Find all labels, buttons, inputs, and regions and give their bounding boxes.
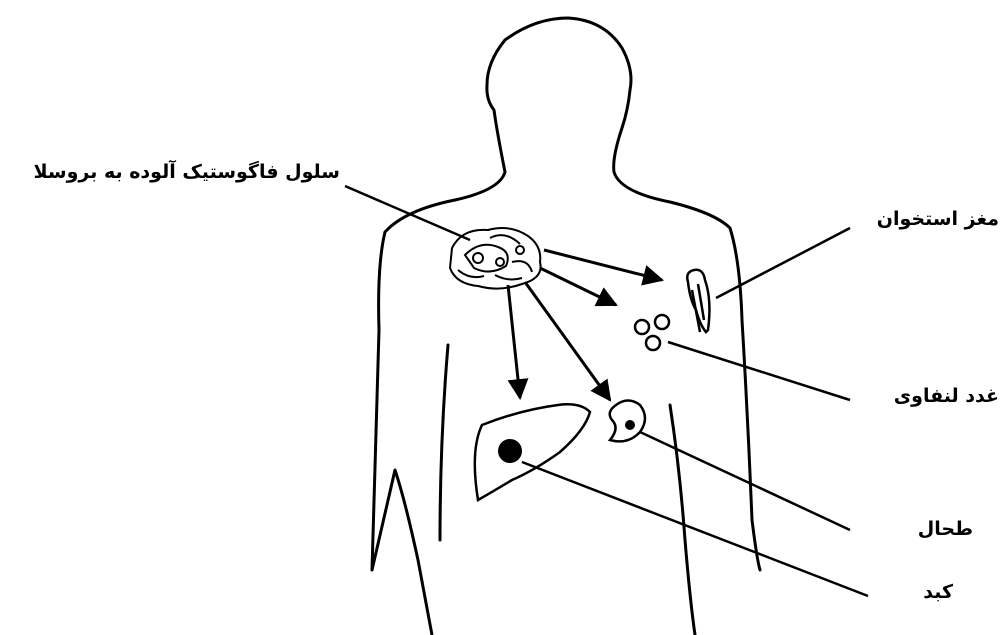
label-lymph-nodes: غدد لنفاوی <box>894 387 999 406</box>
lymph-nodes-icon <box>635 315 669 350</box>
left-inner-arm-line <box>440 345 448 540</box>
arrow-to-lymph-nodes <box>540 268 616 305</box>
label-liver: کبد <box>923 583 953 602</box>
arrow-to-bone-marrow <box>544 250 662 280</box>
label-phagocytic-cell: سلول فاگوستیک آلوده به بروسلا <box>0 163 340 182</box>
spread-arrows <box>508 250 662 400</box>
arrow-to-liver <box>508 285 520 398</box>
arrow-to-spleen <box>525 282 610 400</box>
leader-spleen <box>640 432 850 530</box>
liver-icon <box>475 404 590 500</box>
leader-lymph-nodes <box>668 342 850 400</box>
leader-lines <box>345 186 868 596</box>
bone-marrow-icon <box>687 270 709 332</box>
spleen-icon <box>610 401 645 442</box>
leader-liver <box>522 462 868 596</box>
leader-phagocytic-cell <box>345 186 470 240</box>
label-spleen: طحال <box>918 520 973 539</box>
label-bone-marrow: مغز استخوان <box>877 210 999 229</box>
